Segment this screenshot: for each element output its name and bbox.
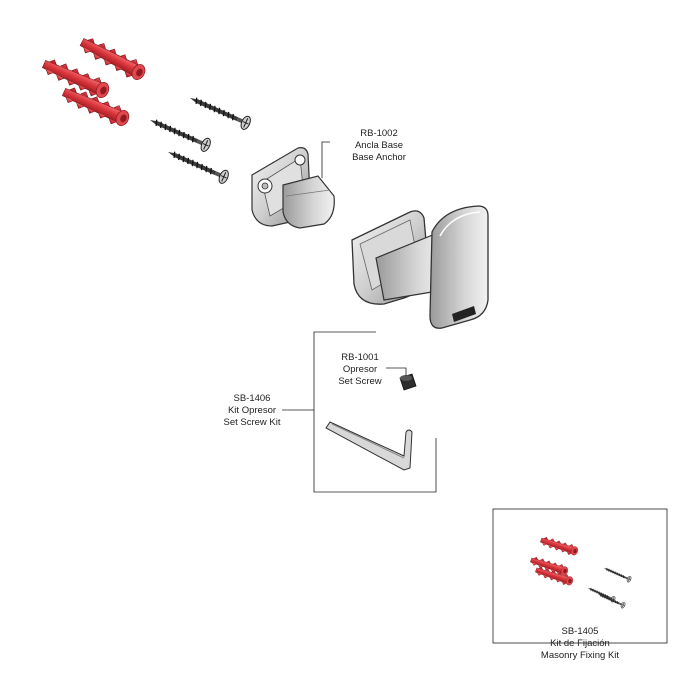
screw-icon — [146, 112, 213, 154]
masonry-kit-box — [492, 508, 668, 644]
screw-icon — [164, 144, 231, 186]
set-screw-kit-name-es: Kit Opresor — [227, 405, 277, 416]
set-screw-kit-code: SB-1406 — [233, 393, 271, 404]
masonry-kit-code: SB-1405 — [561, 626, 599, 637]
masonry-kit-name-es: Kit de Fijación — [550, 638, 610, 649]
masonry-kit-name-en: Masonry Fixing Kit — [540, 650, 620, 661]
set-screw-label: RB-1001 Opresor Set Screw — [330, 352, 390, 388]
set-screw-name-en: Set Screw — [338, 376, 382, 387]
base-anchor-label: RB-1002 Ancla Base Base Anchor — [336, 128, 422, 164]
wall-anchor-icon — [539, 534, 580, 558]
base-anchor-code: RB-1002 — [360, 128, 398, 139]
screw-icon — [602, 564, 633, 584]
set-screw-code: RB-1001 — [341, 352, 379, 363]
set-screw-kit-label: SB-1406 Kit Opresor Set Screw Kit — [216, 393, 288, 429]
base-anchor-name-en: Base Anchor — [352, 152, 406, 163]
set-screw-icon — [399, 373, 417, 391]
screw-icon — [186, 90, 253, 132]
base-anchor-leader — [321, 141, 330, 178]
masonry-kit-label: SB-1405 Kit de Fijación Masonry Fixing K… — [530, 626, 630, 662]
set-screw-kit-name-en: Set Screw Kit — [223, 417, 281, 428]
base-anchor-name-es: Ancla Base — [354, 140, 404, 151]
robe-hook-icon — [351, 205, 489, 329]
base-anchor-icon — [251, 147, 335, 229]
allen-key-icon — [325, 421, 413, 471]
set-screw-kit-bracket — [313, 331, 437, 493]
set-screw-name-es: Opresor — [342, 364, 378, 375]
set-screw-leader — [386, 367, 407, 376]
